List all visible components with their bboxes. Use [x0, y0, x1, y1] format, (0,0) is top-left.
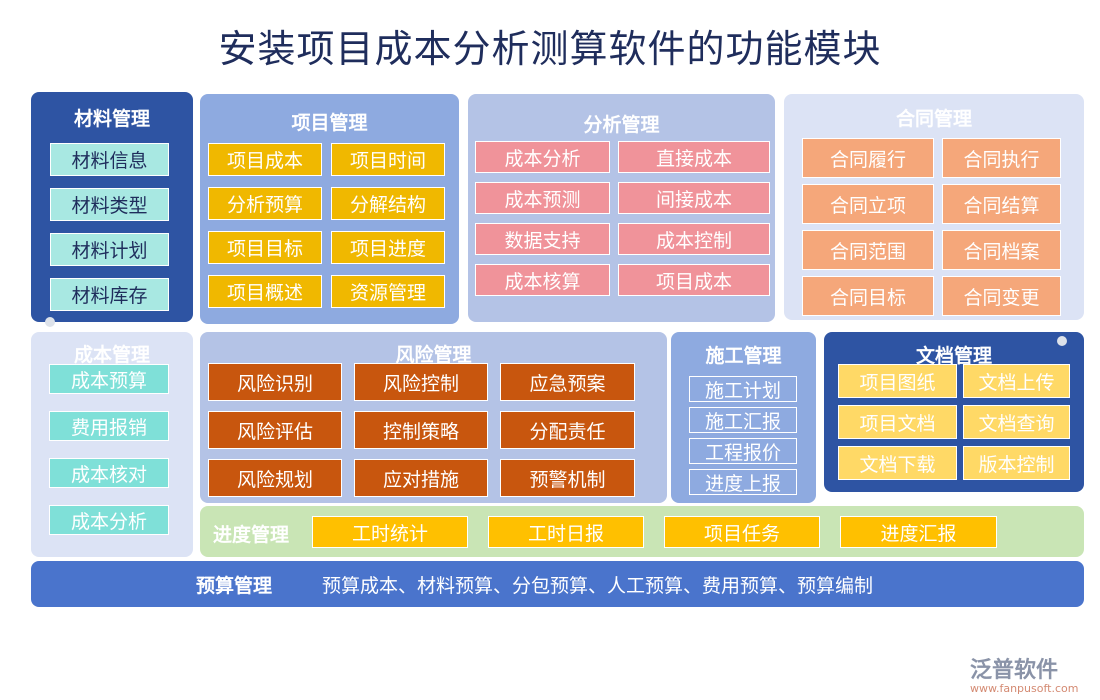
function-item: 进度上报	[689, 469, 797, 495]
module-title: 分析管理	[583, 114, 660, 136]
function-item: 施工计划	[689, 376, 797, 402]
function-item: 合同范围	[802, 230, 934, 270]
module-analysis: 分析管理成本分析直接成本成本预测间接成本数据支持成本控制成本核算项目成本	[468, 94, 775, 322]
budget-items: 预算成本、材料预算、分包预算、人工预算、费用预算、预算编制	[322, 574, 874, 597]
function-item: 间接成本	[618, 182, 770, 214]
function-item: 风险控制	[354, 363, 488, 401]
function-item: 进度汇报	[840, 516, 997, 548]
function-item: 文档查询	[963, 405, 1070, 439]
module-title: 风险管理	[395, 344, 472, 366]
function-item: 文档上传	[963, 364, 1070, 398]
function-item: 版本控制	[963, 446, 1070, 480]
module-title: 合同管理	[895, 108, 972, 130]
module-material: 材料管理材料信息材料类型材料计划材料库存	[31, 92, 193, 322]
connector-dot	[1057, 336, 1067, 346]
function-item: 控制策略	[354, 411, 488, 449]
function-item: 预警机制	[500, 459, 635, 497]
budget-title: 预算管理	[196, 574, 273, 597]
function-item: 合同结算	[942, 184, 1061, 224]
function-item: 项目图纸	[838, 364, 957, 398]
function-item: 合同执行	[942, 138, 1061, 178]
function-item: 合同立项	[802, 184, 934, 224]
function-item: 项目文档	[838, 405, 957, 439]
logo-url: www.fanpusoft.com	[970, 682, 1079, 695]
logo-name: 泛普软件	[970, 658, 1059, 683]
module-title: 文档管理	[915, 345, 992, 367]
function-item: 项目成本	[208, 143, 322, 176]
function-item: 工时统计	[312, 516, 468, 548]
function-item: 成本核对	[49, 458, 169, 488]
function-item: 合同目标	[802, 276, 934, 316]
function-item: 分析预算	[208, 187, 322, 220]
module-contract: 合同管理合同履行合同执行合同立项合同结算合同范围合同档案合同目标合同变更	[784, 94, 1084, 320]
connector-dot	[45, 317, 55, 327]
module-title: 项目管理	[291, 112, 368, 134]
function-item: 成本预算	[49, 364, 169, 394]
module-cost: 成本管理成本预算费用报销成本核对成本分析	[31, 332, 193, 557]
function-item: 成本核算	[475, 264, 610, 296]
function-item: 成本分析	[49, 505, 169, 535]
function-item: 合同履行	[802, 138, 934, 178]
function-item: 成本控制	[618, 223, 770, 255]
module-title: 成本管理	[73, 344, 150, 366]
function-item: 资源管理	[331, 275, 445, 308]
function-item: 项目成本	[618, 264, 770, 296]
function-item: 合同档案	[942, 230, 1061, 270]
function-item: 风险识别	[208, 363, 342, 401]
function-item: 材料信息	[50, 143, 169, 176]
module-construction: 施工管理施工计划施工汇报工程报价进度上报	[671, 332, 816, 503]
module-title: 材料管理	[73, 108, 150, 130]
function-item: 施工汇报	[689, 407, 797, 433]
function-item: 直接成本	[618, 141, 770, 173]
function-item: 材料库存	[50, 278, 169, 311]
module-budget: 预算管理 预算成本、材料预算、分包预算、人工预算、费用预算、预算编制	[31, 561, 1084, 607]
function-item: 项目进度	[331, 231, 445, 264]
function-item: 工时日报	[488, 516, 644, 548]
function-item: 文档下载	[838, 446, 957, 480]
function-item: 项目任务	[664, 516, 820, 548]
function-item: 项目概述	[208, 275, 322, 308]
module-title: 进度管理	[213, 524, 290, 546]
function-item: 应对措施	[354, 459, 488, 497]
function-item: 成本分析	[475, 141, 610, 173]
function-item: 成本预测	[475, 182, 610, 214]
function-item: 费用报销	[49, 411, 169, 441]
module-project: 项目管理项目成本项目时间分析预算分解结构项目目标项目进度项目概述资源管理	[200, 94, 459, 324]
function-item: 材料计划	[50, 233, 169, 266]
module-title: 施工管理	[705, 345, 782, 367]
function-item: 风险规划	[208, 459, 342, 497]
function-item: 分配责任	[500, 411, 635, 449]
function-item: 分解结构	[331, 187, 445, 220]
function-item: 项目目标	[208, 231, 322, 264]
function-item: 项目时间	[331, 143, 445, 176]
function-item: 材料类型	[50, 188, 169, 221]
module-progress: 进度管理工时统计工时日报项目任务进度汇报	[200, 506, 1084, 557]
module-document: 文档管理项目图纸文档上传项目文档文档查询文档下载版本控制	[824, 332, 1084, 492]
page-title: 安装项目成本分析测算软件的功能模块	[218, 27, 882, 71]
module-risk: 风险管理风险识别风险控制应急预案风险评估控制策略分配责任风险规划应对措施预警机制	[200, 332, 667, 503]
function-item: 应急预案	[500, 363, 635, 401]
function-item: 风险评估	[208, 411, 342, 449]
function-item: 工程报价	[689, 438, 797, 464]
function-item: 数据支持	[475, 223, 610, 255]
function-item: 合同变更	[942, 276, 1061, 316]
